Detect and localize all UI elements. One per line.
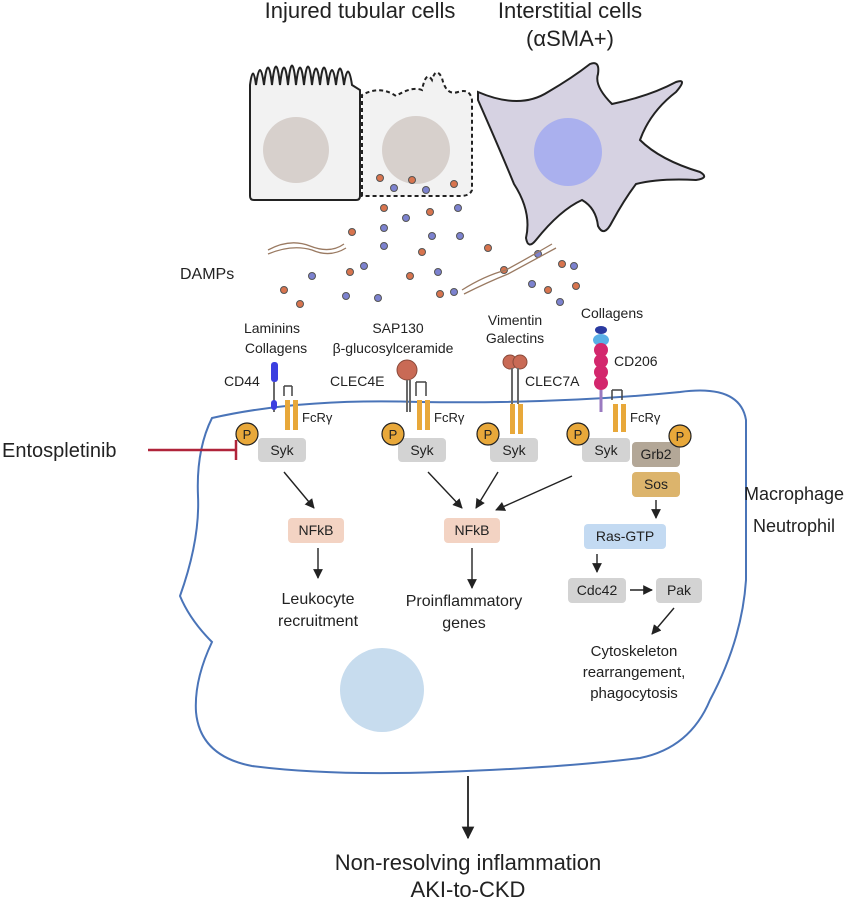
macrophage-membrane: [178, 389, 748, 775]
nfkb-box-2: [444, 518, 500, 543]
interstitial-label-line2: (αSMA+): [526, 26, 614, 51]
neutrophil-label: Neutrophil: [753, 516, 835, 536]
fcry-label-1: FcRγ: [302, 410, 333, 425]
laminins-label: Laminins: [244, 320, 300, 336]
nfkb-label-1: NFkB: [299, 522, 334, 538]
cd206-label: CD206: [614, 353, 658, 369]
cd206-receptor: [593, 326, 626, 432]
galectins-label: Galectins: [486, 330, 544, 346]
sos-label: Sos: [644, 476, 668, 492]
grb2-label: Grb2: [640, 446, 671, 462]
damaged-cell-nucleus: [382, 116, 450, 184]
bottom-label-line1: Non-resolving inflammation: [335, 850, 602, 875]
glucosylceramide-label: β-glucosylceramide: [333, 340, 454, 356]
syk-complex-1: [235, 422, 306, 462]
ras-box: [584, 524, 666, 549]
leukocyte-label-line2: recruitment: [278, 613, 359, 630]
phospho-label-5: P: [676, 429, 685, 444]
syk-complex-2: [381, 422, 446, 462]
proinflammatory-label-line1: Proinflammatory: [406, 593, 522, 610]
syk-complex-4: [566, 422, 630, 462]
macrophage-label: Macrophage: [744, 484, 844, 504]
cd44-label: CD44: [224, 373, 260, 389]
tubular-cell-nucleus: [263, 117, 329, 183]
grb2-box: [632, 442, 680, 467]
macrophage-nucleus: [340, 648, 424, 732]
cd44-receptor: [271, 362, 298, 430]
syk-label-2: Syk: [410, 442, 434, 458]
clec7a-receptor: [502, 354, 528, 434]
damps-label: DAMPs: [180, 266, 234, 283]
bottom-label-line2: AKI-to-CKD: [411, 877, 526, 900]
interstitial-label-line1: Interstitial cells: [498, 0, 642, 23]
signaling-arrows: [283, 471, 675, 840]
pak-label: Pak: [667, 582, 692, 598]
vimentin-label: Vimentin: [488, 312, 542, 328]
proinflammatory-label-line2: genes: [442, 615, 486, 632]
sos-box: [632, 472, 680, 497]
clec7a-label: CLEC7A: [525, 373, 580, 389]
sap130-label: SAP130: [372, 320, 424, 336]
fcry-label-2: FcRγ: [434, 410, 465, 425]
collagens-right-label: Collagens: [581, 305, 643, 321]
interstitial-cell: [477, 62, 706, 246]
cytoskeleton-label-line3: phagocytosis: [590, 685, 678, 702]
phospho-label-4: P: [574, 427, 583, 442]
cdc42-label: Cdc42: [577, 582, 618, 598]
injured-tubular-cell-damaged: [361, 71, 473, 197]
phospho-label-1: P: [243, 427, 252, 442]
cytoskeleton-label-line1: Cytoskeleton: [591, 643, 678, 660]
pak-box: [656, 578, 702, 603]
syk-label-1: Syk: [270, 442, 294, 458]
cdc42-box: [568, 578, 626, 603]
collagens-left-label: Collagens: [245, 340, 307, 356]
nfkb-box-1: [288, 518, 344, 543]
injured-tubular-label: Injured tubular cells: [265, 0, 456, 23]
phospho-label-2: P: [389, 427, 398, 442]
damp-fibers: [267, 242, 557, 295]
cytoskeleton-label-line2: rearrangement,: [583, 664, 686, 681]
syk-complex-3: [476, 422, 538, 462]
syk-label-3: Syk: [502, 442, 526, 458]
entospletinib-label: Entospletinib: [2, 440, 117, 462]
fcry-label-3: FcRγ: [630, 410, 661, 425]
damp-particles: [280, 174, 580, 308]
leukocyte-label-line1: Leukocyte: [282, 591, 355, 608]
interstitial-cell-nucleus: [534, 118, 602, 186]
clec4e-label: CLEC4E: [330, 373, 384, 389]
phospho-label-3: P: [484, 427, 493, 442]
nfkb-label-2: NFkB: [455, 522, 490, 538]
grb2-phospho: [668, 424, 692, 448]
ras-label: Ras-GTP: [596, 528, 654, 544]
entospletinib-inhibitor-line: [148, 440, 238, 460]
injured-tubular-cell-intact: [249, 64, 361, 201]
syk-label-4: Syk: [594, 442, 618, 458]
clec4e-receptor: [396, 359, 430, 430]
